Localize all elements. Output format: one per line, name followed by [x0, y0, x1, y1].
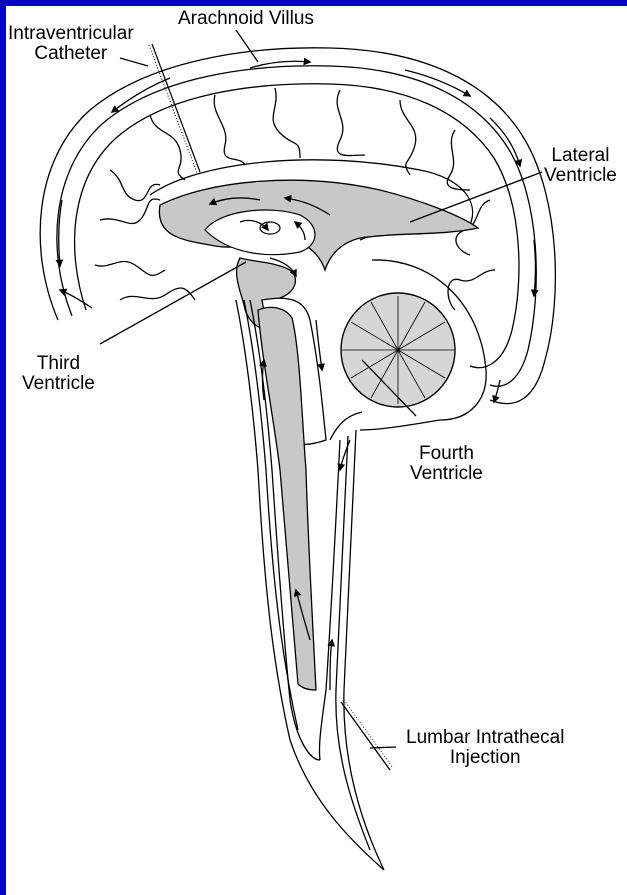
label-intraventricular-catheter: Intraventricular Catheter	[8, 24, 134, 64]
intraventricular-catheter	[152, 44, 200, 172]
label-fourth-ventricle: Fourth Ventricle	[410, 444, 483, 484]
label-arachnoid-villus: Arachnoid Villus	[178, 9, 314, 29]
diagram-panel: Intraventricular Catheter Arachnoid Vill…	[6, 6, 627, 895]
label-lateral-ventricle: Lateral Ventricle	[544, 146, 617, 186]
lateral-ventricle-shape	[159, 180, 478, 270]
label-third-ventricle: Third Ventricle	[22, 354, 95, 394]
label-lumbar-intrathecal-injection: Lumbar Intrathecal Injection	[406, 728, 564, 768]
interthalamic-adhesion	[260, 222, 280, 234]
